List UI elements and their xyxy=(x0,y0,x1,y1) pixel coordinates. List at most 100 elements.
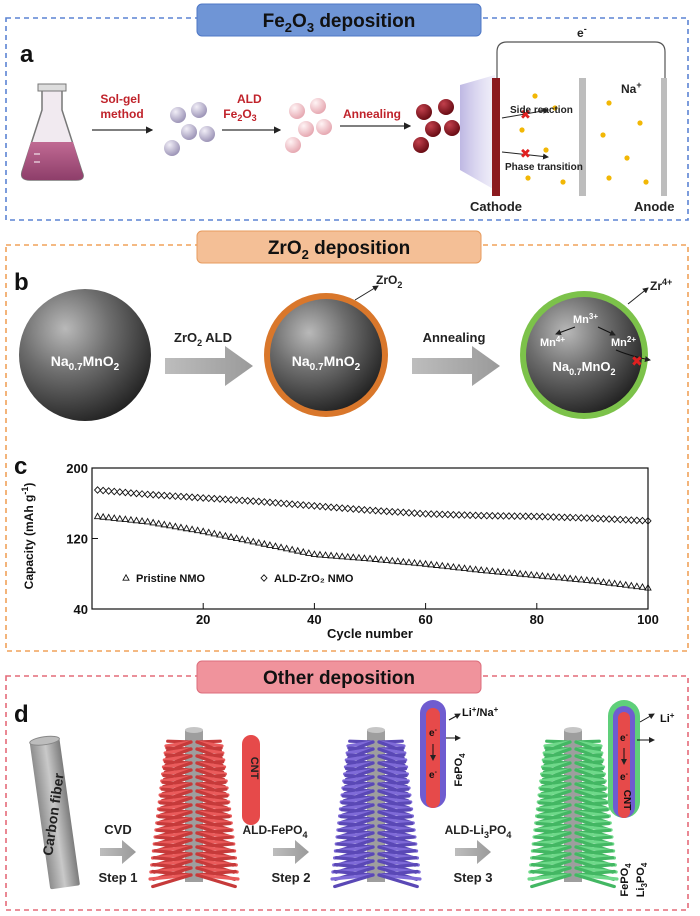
chart-xlabel: Cycle number xyxy=(327,626,413,641)
data-point xyxy=(627,581,636,589)
data-point xyxy=(405,558,413,566)
data-point xyxy=(299,501,307,509)
data-point xyxy=(132,516,141,524)
data-point xyxy=(544,512,552,521)
data-point xyxy=(321,502,330,511)
data-point xyxy=(555,573,563,581)
data-point xyxy=(316,550,324,558)
data-point xyxy=(527,512,535,521)
data-point xyxy=(371,506,380,515)
data-point xyxy=(182,493,191,501)
data-point xyxy=(216,495,224,503)
fepo4-label: FePO4 xyxy=(453,753,467,787)
arrow-zro2-ald xyxy=(165,346,253,386)
data-point xyxy=(121,488,129,497)
data-point xyxy=(99,486,107,495)
data-point xyxy=(494,511,502,520)
step-3-label: Step 3 xyxy=(453,870,492,885)
data-point xyxy=(621,580,630,588)
data-point xyxy=(149,518,157,526)
data-point xyxy=(343,552,352,560)
e-label: e- xyxy=(429,727,438,739)
data-point xyxy=(599,514,608,523)
nanotube xyxy=(574,761,604,774)
data-point xyxy=(577,514,585,522)
x-mark-icon: ✖ xyxy=(631,353,643,369)
data-point xyxy=(605,515,613,523)
data-point xyxy=(160,520,169,528)
arrow-step-2 xyxy=(273,840,309,864)
zro2-ald-label: ZrO2 ALD xyxy=(174,330,232,348)
cnt-rod-icon xyxy=(242,735,260,825)
data-point xyxy=(611,515,619,524)
data-point xyxy=(599,578,608,585)
data-point xyxy=(594,514,602,523)
cnt-label-1: CNT xyxy=(248,757,260,780)
data-point xyxy=(149,490,157,499)
cnt-brush-green xyxy=(527,727,619,889)
data-point xyxy=(271,498,280,507)
data-point xyxy=(177,523,185,531)
x-tick-label: 40 xyxy=(307,612,321,627)
fiber-core xyxy=(367,730,385,882)
data-point xyxy=(344,504,352,513)
data-point xyxy=(377,555,385,563)
data-point xyxy=(588,514,597,523)
fiber-core xyxy=(185,730,203,882)
data-point xyxy=(182,524,191,532)
data-point xyxy=(472,511,480,520)
data-point xyxy=(538,571,547,579)
data-point xyxy=(338,504,346,512)
data-point xyxy=(277,543,285,551)
anode-label: Anode xyxy=(634,199,674,214)
data-point xyxy=(227,495,235,504)
data-point xyxy=(471,565,480,573)
data-point xyxy=(349,553,358,561)
data-point xyxy=(505,568,513,576)
data-point xyxy=(305,501,313,510)
data-point xyxy=(460,564,469,572)
nanotube xyxy=(195,761,225,774)
data-point xyxy=(227,533,235,540)
nanotube xyxy=(574,873,616,889)
e-label: e- xyxy=(620,771,629,783)
zr4-label: Zr4+ xyxy=(650,277,672,293)
data-point xyxy=(116,514,124,522)
cnt-brush-red xyxy=(148,727,240,889)
data-point xyxy=(127,489,135,497)
chart-frame xyxy=(91,467,649,610)
x-mark-icon: ✖ xyxy=(520,146,531,161)
legend-marker xyxy=(122,573,130,581)
data-point xyxy=(438,510,446,519)
li-na-label: Li+/Na+ xyxy=(462,705,499,719)
panel-b-letter: b xyxy=(14,269,29,296)
data-point xyxy=(171,522,180,530)
data-point xyxy=(249,497,257,505)
data-point xyxy=(538,512,546,521)
data-point xyxy=(238,535,246,543)
data-point xyxy=(138,517,146,524)
data-point xyxy=(521,570,530,578)
nanotube xyxy=(377,761,407,774)
data-point xyxy=(260,498,268,506)
nanotube xyxy=(195,873,237,889)
data-point xyxy=(188,493,196,502)
x-tick-label: 20 xyxy=(196,612,210,627)
panel-d-letter: d xyxy=(14,701,29,728)
data-point xyxy=(327,503,335,512)
data-point xyxy=(166,491,174,500)
ald-fepo4-label: ALD-FePO4 xyxy=(242,823,307,840)
mn2-label: Mn2+ xyxy=(611,335,636,349)
data-point xyxy=(394,508,402,516)
data-point xyxy=(527,570,536,578)
data-point xyxy=(221,495,230,504)
data-point xyxy=(238,496,246,505)
data-point xyxy=(455,511,463,519)
fiber-top xyxy=(564,727,582,733)
data-point xyxy=(104,513,113,521)
data-point xyxy=(210,529,219,537)
data-point xyxy=(560,513,569,522)
data-point xyxy=(571,575,580,582)
legend-label: Pristine NMO xyxy=(136,573,206,585)
data-point xyxy=(93,512,102,520)
